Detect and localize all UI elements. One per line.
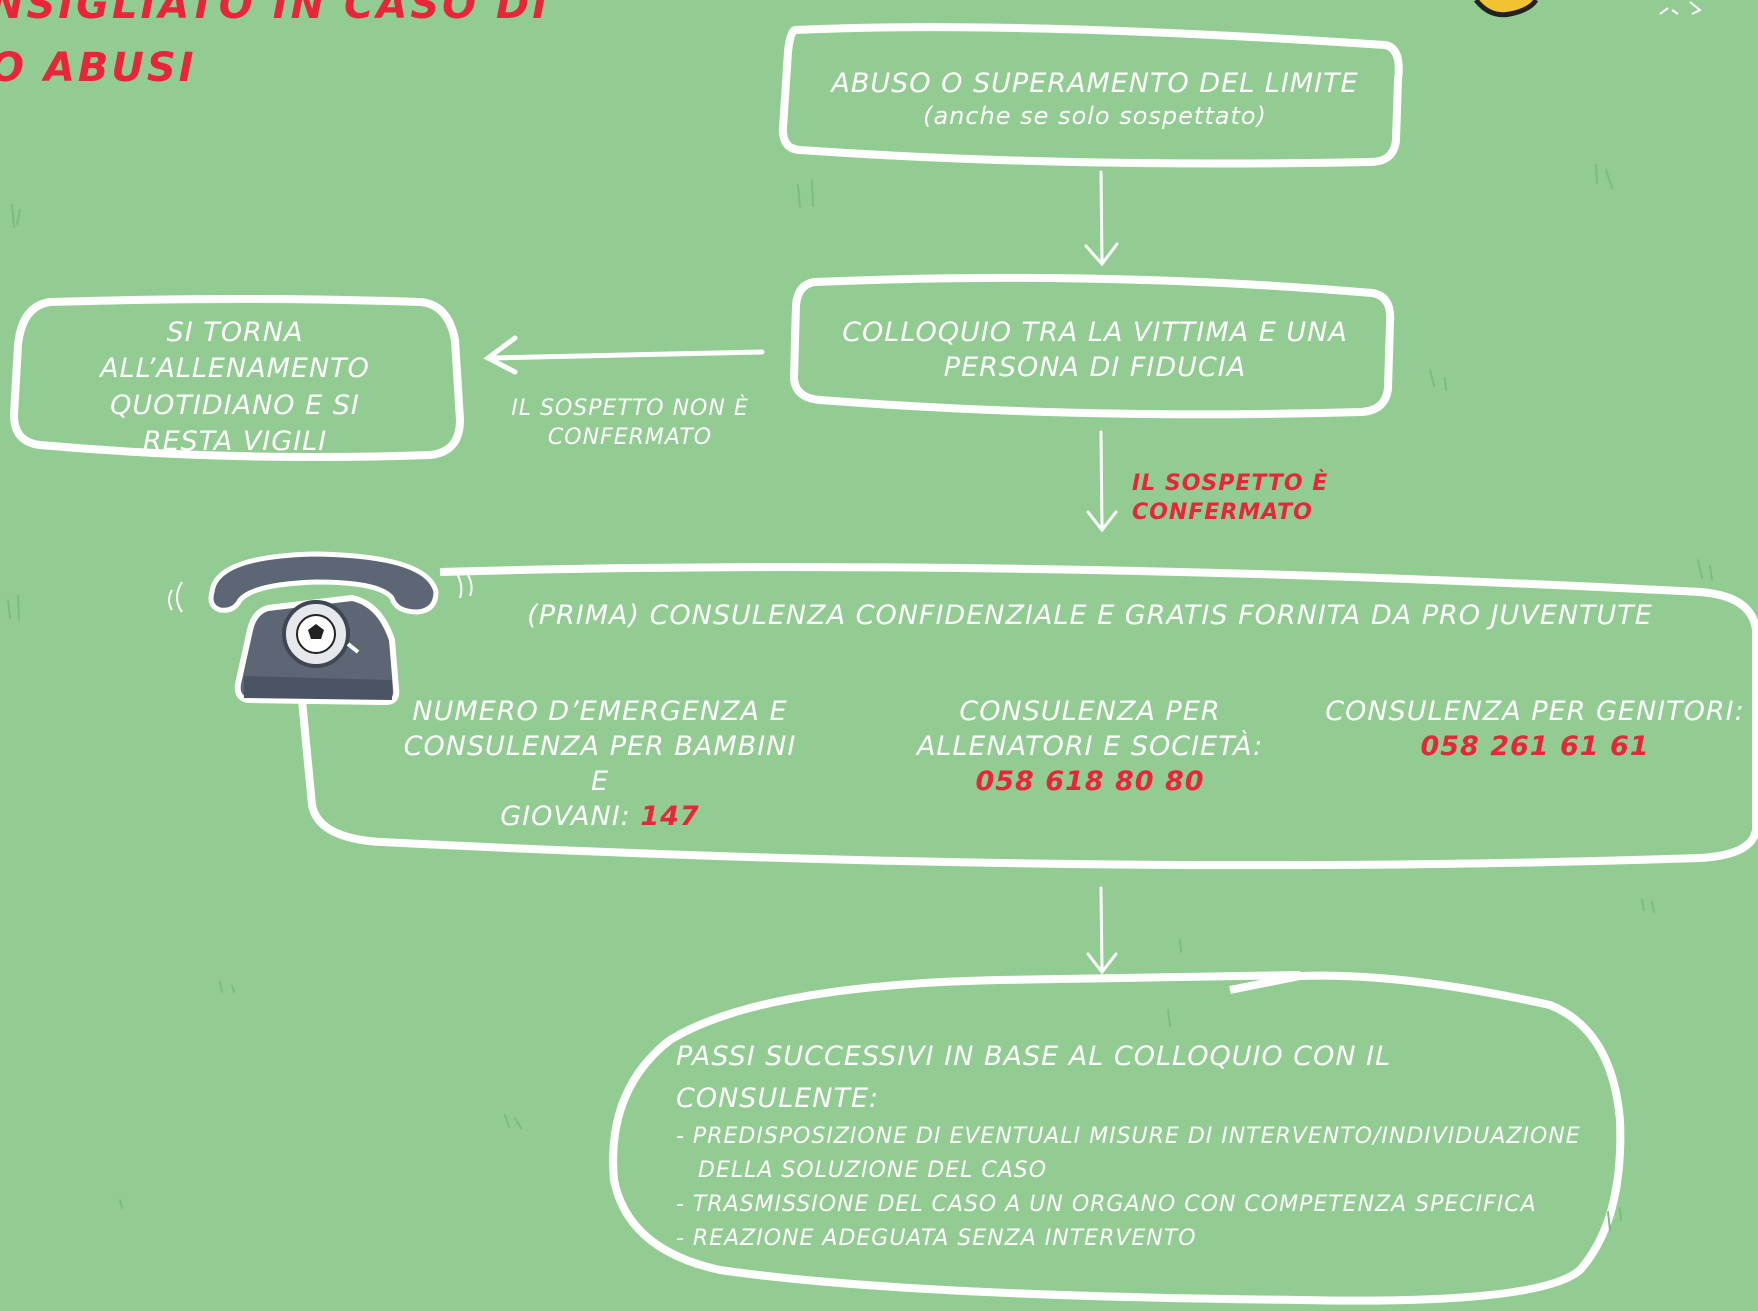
node-abuse-line1: Abuso o superamento del limite bbox=[831, 68, 1359, 99]
consulting-children-line3: giovani: 147 bbox=[390, 799, 810, 834]
node-box-talk bbox=[790, 273, 1395, 419]
node-box-consulting bbox=[298, 563, 1758, 870]
node-talk: Colloquio tra la vittima e una persona d… bbox=[820, 315, 1370, 385]
node-back-line2: quotidiano e si bbox=[110, 389, 360, 421]
grass-tufts bbox=[7, 164, 1713, 1231]
next-steps-heading: Passi successivi in base al colloquio co… bbox=[676, 1041, 1392, 1114]
edge-label-confirmed: Il sospetto è confermato bbox=[1132, 471, 1329, 525]
node-back-line1: Si torna all’allenamento bbox=[100, 317, 370, 385]
phone-number-coaches[interactable]: 058 618 80 80 bbox=[975, 766, 1205, 798]
consulting-children: Numero d’emergenza e consulenza per bamb… bbox=[390, 694, 810, 834]
node-box-next-steps bbox=[609, 971, 1625, 1305]
node-box-back-to-training bbox=[10, 295, 464, 462]
phone-number-children[interactable]: 147 bbox=[640, 801, 700, 833]
consulting-parents-line1: Consulenza per genitori: bbox=[1325, 696, 1745, 727]
node-next-steps: Passi successivi in base al colloquio co… bbox=[676, 1036, 1596, 1256]
node-consulting-heading: (Prima) consulenza confidenziale e grati… bbox=[527, 600, 1653, 631]
node-talk-line2: persona di fiducia bbox=[943, 352, 1247, 384]
node-box-abuse bbox=[778, 23, 1403, 168]
phone-icon bbox=[168, 551, 473, 705]
edge-label-not-confirmed: Il sospetto non è confermato bbox=[500, 395, 760, 452]
arrow-talk-to-consulting bbox=[1086, 430, 1118, 533]
next-steps-item-1-cont: della soluzione del caso bbox=[698, 1157, 1048, 1183]
consulting-coaches-line1: Consulenza per bbox=[959, 696, 1221, 727]
consulting-children-prefix: giovani: bbox=[500, 801, 631, 833]
node-abuse: Abuso o superamento del limite (anche se… bbox=[800, 66, 1390, 132]
consulting-coaches: Consulenza per allenatori e società: 058… bbox=[900, 694, 1280, 799]
consulting-parents: Consulenza per genitori: 058 261 61 61 bbox=[1320, 694, 1750, 764]
consulting-children-line1: Numero d’emergenza e bbox=[412, 696, 788, 727]
node-abuse-line2: (anche se solo sospettato) bbox=[923, 102, 1267, 131]
node-back-to-training: Si torna all’allenamento quotidiano e si… bbox=[30, 315, 440, 461]
next-steps-item-2: - Trasmissione del caso a un organo con … bbox=[676, 1191, 1537, 1217]
consulting-coaches-line2: allenatori e società: bbox=[916, 731, 1264, 763]
arrow-abuse-to-talk bbox=[1084, 170, 1119, 267]
page-title-line-2: o abusi bbox=[0, 45, 197, 91]
node-talk-line1: Colloquio tra la vittima e una bbox=[842, 317, 1348, 348]
arrow-consulting-to-next bbox=[1086, 886, 1118, 975]
next-steps-item-1: - Predisposizione di eventuali misure di… bbox=[676, 1123, 1581, 1149]
node-back-line3: resta vigili bbox=[142, 426, 328, 458]
page-title: nsigliato in caso di bbox=[0, 0, 551, 28]
consulting-children-line2: consulenza per bambini e bbox=[403, 731, 797, 798]
edge-not-confirmed-line2: confermato bbox=[547, 424, 713, 450]
phone-number-parents[interactable]: 058 261 61 61 bbox=[1420, 731, 1650, 763]
edge-not-confirmed-line1: Il sospetto non è bbox=[511, 396, 749, 421]
next-steps-item-3: - Reazione adeguata senza intervento bbox=[676, 1225, 1197, 1251]
arrow-talk-to-back bbox=[483, 335, 765, 375]
partial-logo bbox=[1474, 0, 1702, 18]
